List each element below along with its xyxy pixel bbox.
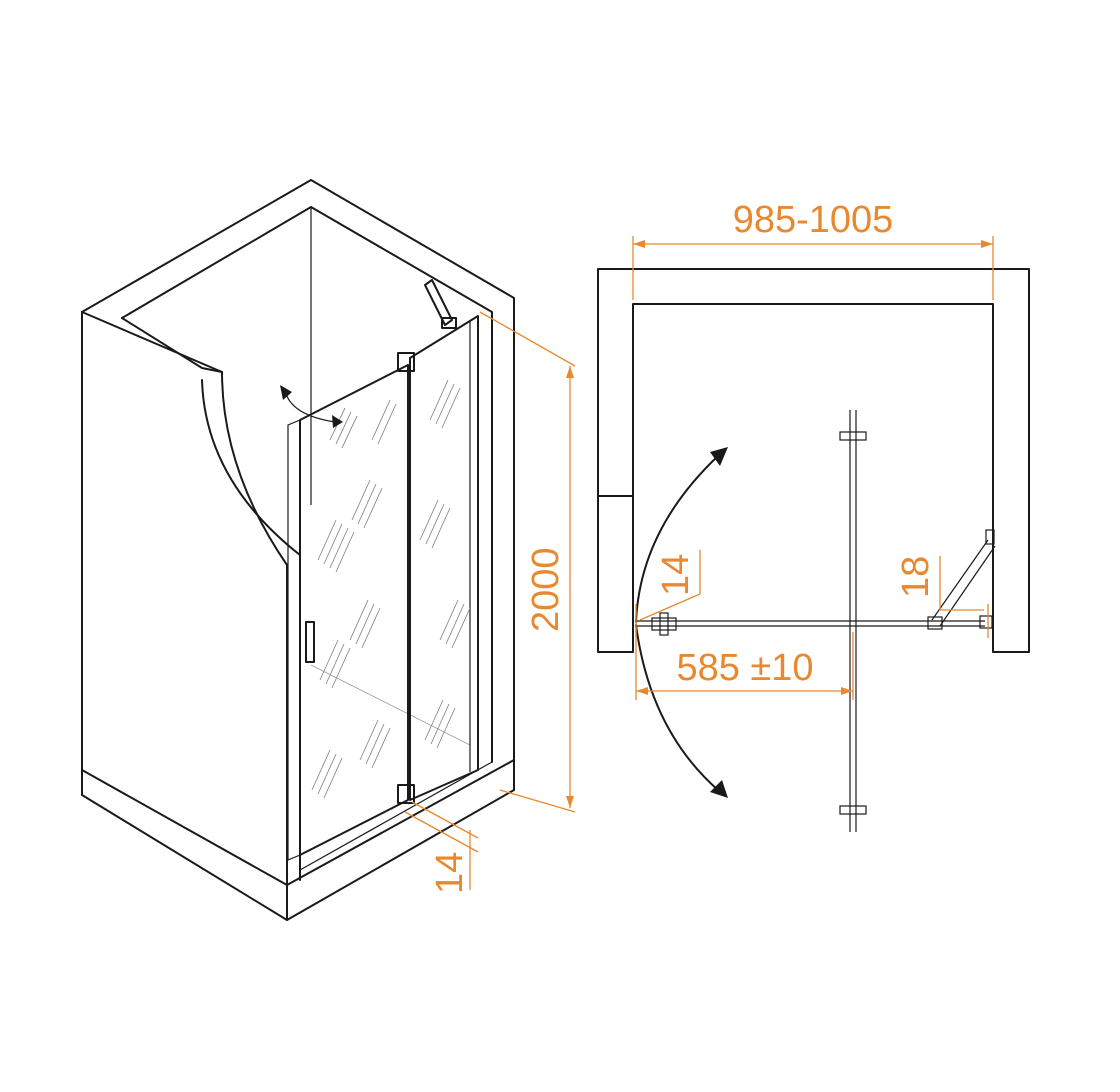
base-inner xyxy=(299,761,493,871)
door-open xyxy=(839,410,867,832)
iso-profile-dimension: 14 xyxy=(404,801,479,894)
door-swing-arc-icon xyxy=(635,447,728,798)
bracket-label: 18 xyxy=(895,556,937,598)
glass-reflections xyxy=(311,379,471,799)
width-label: 985-1005 xyxy=(733,199,894,241)
door-handle xyxy=(305,621,315,663)
plan-profile-label: 14 xyxy=(655,554,697,596)
bottom-hinge xyxy=(397,784,415,804)
door-width-label: 585 ±10 xyxy=(676,647,813,689)
enclosure-top-outer xyxy=(81,179,515,791)
top-hinge xyxy=(397,352,415,372)
curved-wall-inner xyxy=(201,379,301,556)
isometric-view: 2000 14 xyxy=(81,179,576,921)
double-curved-arrow-icon xyxy=(280,385,343,428)
left-rim xyxy=(81,311,515,921)
width-dimension: 985-1005 xyxy=(632,199,994,300)
plan-view: 985-1005 585 ±10 14 18 xyxy=(597,199,1030,832)
stabilizer-plan xyxy=(931,529,996,629)
stabilizer-bar xyxy=(424,279,453,326)
hinged-door-panel xyxy=(287,364,409,861)
bracket-dimension: 18 xyxy=(895,556,989,638)
iso-profile-label: 14 xyxy=(429,852,471,894)
fixed-glass-panel xyxy=(409,315,479,801)
curved-wall-outer xyxy=(81,311,288,566)
inner-floor-line xyxy=(310,664,471,746)
height-label: 2000 xyxy=(525,547,567,632)
fixed-panel-plan xyxy=(870,616,985,630)
height-dimension: 2000 xyxy=(479,311,576,813)
base-top xyxy=(81,759,515,886)
door-width-dimension: 585 ±10 xyxy=(635,628,854,700)
left-rim-inner xyxy=(121,317,223,373)
stabilizer-clamp xyxy=(441,317,457,329)
door-closed xyxy=(636,612,870,636)
enclosure-top-inner xyxy=(121,206,493,763)
plan-left-wall-lower xyxy=(597,495,634,653)
plan-walls xyxy=(597,268,1030,653)
plan-profile-dimension: 14 xyxy=(635,550,701,638)
